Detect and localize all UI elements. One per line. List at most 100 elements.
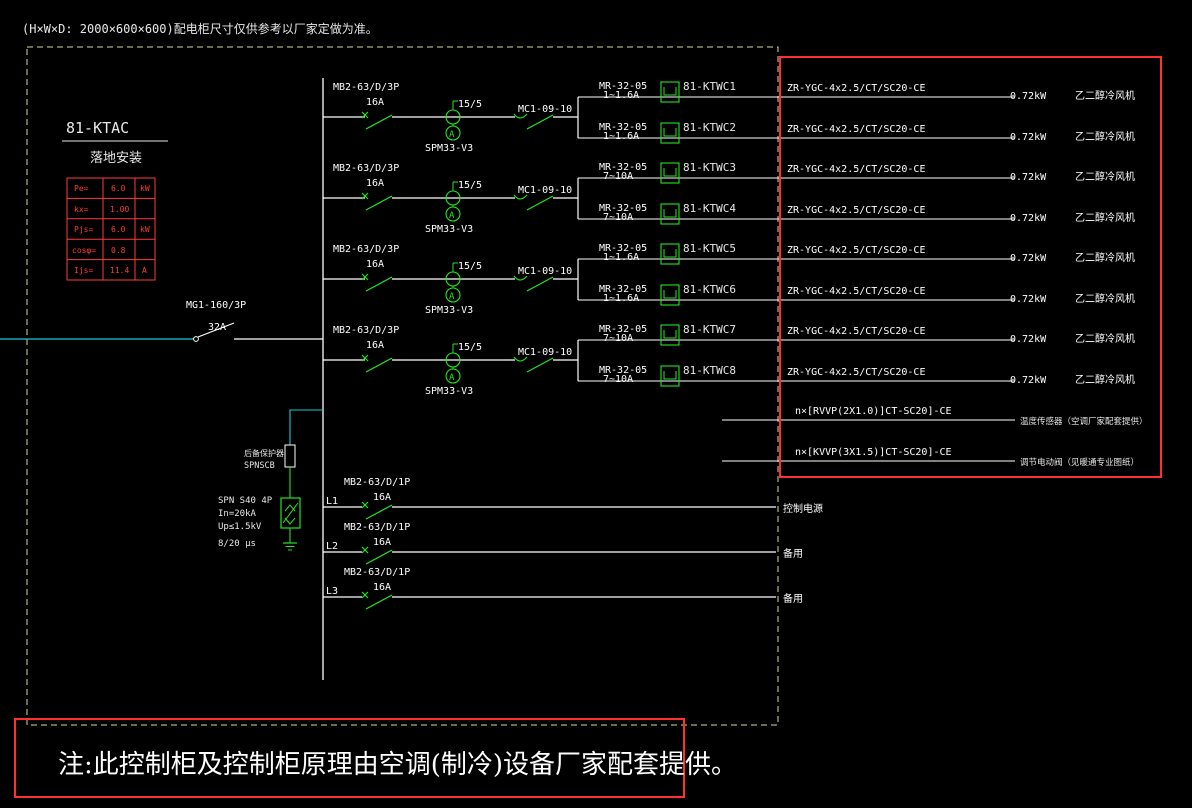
phase-label: L3 <box>326 586 338 597</box>
header-text: (H×W×D: 2000×600×600)配电柜尺寸仅供参考以厂家定做为准。 <box>22 21 378 36</box>
main-breaker-rating: 32A <box>208 322 226 333</box>
contactor-model: MC1-09-10 <box>518 104 572 115</box>
feeder-power: 0.72kW <box>1010 213 1047 224</box>
signal-cable: n×[KVVP(3X1.5)]CT-SC20]-CE <box>795 447 952 458</box>
feeder-load: 乙二醇冷风机 <box>1075 373 1135 386</box>
breaker-model: MB2-63/D/3P <box>333 82 399 93</box>
feeder-power: 0.72kW <box>1010 132 1047 143</box>
cable-spec: ZR-YGC-4x2.5/CT/SC20-CE <box>787 367 925 378</box>
thermal-relay-icon <box>660 284 680 306</box>
backup-fuse <box>284 444 296 468</box>
feeder-power: 0.72kW <box>1010 253 1047 264</box>
fuse-label: 后备保护器 <box>244 448 284 458</box>
feeder-id: 81-KTWC6 <box>683 283 736 296</box>
relay-range: 1~1.6A <box>603 293 639 304</box>
spd-model: SPN S40 4P <box>218 496 273 506</box>
ammeter-icon <box>445 287 461 303</box>
feeder-load: 乙二醇冷风机 <box>1075 170 1135 183</box>
meter-model: SPM33-V3 <box>425 224 473 235</box>
phase-label: L1 <box>326 496 338 507</box>
feeder-load: 乙二醇冷风机 <box>1075 89 1135 102</box>
param-value: 11.4 <box>110 266 129 275</box>
param-unit: A <box>142 266 147 275</box>
feeder-load: 乙二醇冷风机 <box>1075 332 1135 345</box>
incoming-feeder: MG1-160/3P 32A <box>0 300 323 342</box>
circuit-load: 备用 <box>783 592 803 605</box>
feeder-power: 0.72kW <box>1010 172 1047 183</box>
relay-model: MR-32-05 <box>599 243 647 254</box>
contactor-coil-icon <box>513 194 528 200</box>
breaker-model: MB2-63/D/1P <box>344 522 410 533</box>
spd-up: Up≤1.5kV <box>218 522 262 532</box>
cable-spec: ZR-YGC-4x2.5/CT/SC20-CE <box>787 245 925 256</box>
breaker-rating: 16A <box>373 582 391 593</box>
thermal-relay-icon <box>660 243 680 265</box>
ammeter-symbol: A <box>449 292 455 302</box>
breaker-model: MB2-63/D/3P <box>333 325 399 336</box>
fuse-model: SPNSCB <box>244 461 275 471</box>
signal-lines: n×[RVVP(2X1.0)]CT-SC20]-CE 温度传感器（空调厂家配套提… <box>722 406 1148 468</box>
meter-model: SPM33-V3 <box>425 143 473 154</box>
ct-ratio: 15/5 <box>458 342 482 353</box>
cable-spec: ZR-YGC-4x2.5/CT/SC20-CE <box>787 326 925 337</box>
note-text: 注:此控制柜及控制柜原理由空调(制冷)设备厂家配套提供。 <box>58 750 737 780</box>
signal-load: 调节电动阀（见暖通专业图纸） <box>1020 457 1139 468</box>
circuit-load: 控制电源 <box>783 502 823 515</box>
highlight-box-outgoing <box>779 56 1162 478</box>
feeder-id: 81-KTWC8 <box>683 364 736 377</box>
signal-load: 温度传感器（空调厂家配套提供） <box>1020 416 1148 427</box>
panel-name: 81-KTAC <box>66 119 129 137</box>
param-value: 1.00 <box>110 205 129 214</box>
relay-range: 7~10A <box>603 333 633 344</box>
param-key: Ijs= <box>74 266 93 275</box>
feeder-power: 0.72kW <box>1010 334 1047 345</box>
param-unit: kW <box>140 225 150 234</box>
spd-in: In=20kA <box>218 509 257 519</box>
relay-model: MR-32-05 <box>599 284 647 295</box>
feeder-id: 81-KTWC2 <box>683 121 736 134</box>
relay-model: MR-32-05 <box>599 122 647 133</box>
contactor-coil-icon <box>513 113 528 119</box>
ct-ratio: 15/5 <box>458 261 482 272</box>
relay-model: MR-32-05 <box>599 203 647 214</box>
ct-ratio: 15/5 <box>458 99 482 110</box>
relay-range: 7~10A <box>603 212 633 223</box>
contactor-coil-icon <box>513 275 528 281</box>
phase-label: L2 <box>326 541 338 552</box>
feeder-power: 0.72kW <box>1010 91 1047 102</box>
meter-model: SPM33-V3 <box>425 305 473 316</box>
relay-range: 7~10A <box>603 171 633 182</box>
breaker-model: MB2-63/D/1P <box>344 477 410 488</box>
feeder-id: 81-KTWC3 <box>683 161 736 174</box>
param-key: Pe= <box>74 184 89 193</box>
feeder-id: 81-KTWC7 <box>683 323 736 336</box>
feeder-load: 乙二醇冷风机 <box>1075 251 1135 264</box>
ammeter-icon <box>445 206 461 222</box>
cable-spec: ZR-YGC-4x2.5/CT/SC20-CE <box>787 164 925 175</box>
feeder-id: 81-KTWC4 <box>683 202 736 215</box>
ct-ratio: 15/5 <box>458 180 482 191</box>
cabinet-boundary <box>26 46 779 726</box>
breaker-rating: 16A <box>366 259 384 270</box>
contactor-model: MC1-09-10 <box>518 347 572 358</box>
relay-range: 1~1.6A <box>603 90 639 101</box>
param-key: kx= <box>74 205 89 214</box>
param-key: Pjs= <box>74 225 93 234</box>
spd-branch: 后备保护器 SPNSCB SPN S40 4P In=20kA Up≤1.5kV… <box>218 409 323 551</box>
circuit-load: 备用 <box>783 547 803 560</box>
breaker-rating: 16A <box>366 97 384 108</box>
highlight-box-note <box>14 718 685 798</box>
panel-install: 落地安装 <box>90 151 142 166</box>
main-breaker-model: MG1-160/3P <box>186 300 246 311</box>
feeder-id: 81-KTWC1 <box>683 80 736 93</box>
